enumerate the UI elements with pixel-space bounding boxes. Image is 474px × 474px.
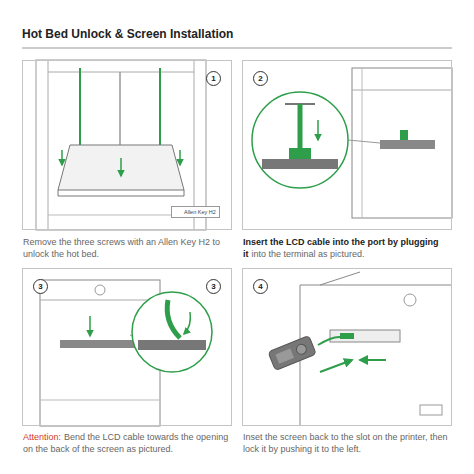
page-title: Hot Bed Unlock & Screen Installation (22, 27, 233, 41)
attention-label: Attention: (23, 432, 61, 442)
callout-number: 3 (206, 279, 221, 294)
callout-number: 1 (206, 71, 221, 86)
step-panel: 2Insert the LCD cable into the port by p… (242, 60, 452, 230)
step-panel: 33Attention:Bend the LCD cable towards t… (22, 268, 232, 426)
step-panel: 1Allen Key H2Remove the three screws wit… (22, 60, 232, 230)
step-caption: Attention:Bend the LCD cable towards the… (23, 432, 231, 455)
step-panel: 4Inset the screen back to the slot on th… (242, 268, 452, 426)
printer-drawing (36, 60, 206, 230)
caption-text: into the terminal as pictured. (252, 249, 365, 259)
part-label: Allen Key H2 (171, 206, 220, 218)
callout-number: 4 (253, 279, 268, 294)
callout-number: 2 (253, 71, 268, 86)
title-rule (22, 48, 452, 49)
cable-bend-drawing (40, 280, 212, 426)
step-caption: Insert the LCD cable into the port by pl… (243, 237, 451, 260)
callout-number: 3 (33, 279, 48, 294)
screen-insert-drawing (268, 272, 452, 426)
step-caption: Remove the three screws with an Allen Ke… (23, 237, 231, 260)
caption-text: Remove the three screws with an Allen Ke… (23, 237, 220, 259)
cable-port-drawing (252, 68, 452, 218)
step-caption: Inset the screen back to the slot on the… (243, 432, 451, 455)
caption-text: Inset the screen back to the slot on the… (243, 432, 448, 454)
